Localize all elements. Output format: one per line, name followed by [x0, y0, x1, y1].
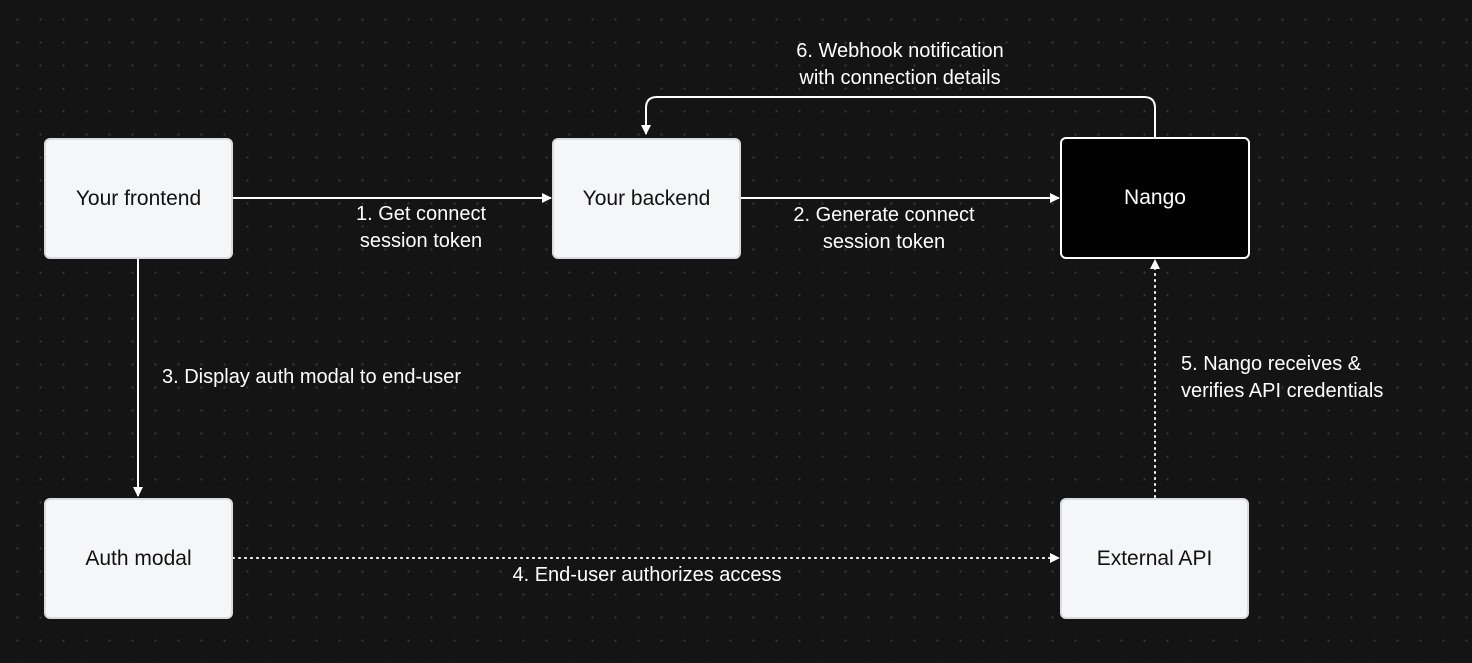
node-your-backend: Your backend [552, 138, 741, 259]
edge-label-step-6-line-2: with connection details [799, 67, 1001, 89]
node-your-backend-label: Your backend [582, 186, 711, 210]
node-auth-modal-label: Auth modal [85, 546, 192, 570]
node-your-frontend: Your frontend [44, 138, 233, 259]
edge-label-step-2: 2. Generate connect session token [764, 202, 1004, 256]
edge-label-step-4: 4. End-user authorizes access [447, 562, 847, 589]
edge-label-step-2-line-1: 2. Generate connect [793, 204, 975, 226]
edge-label-step-1-line-1: 1. Get connect [355, 203, 487, 225]
edge-label-step-6-line-1: 6. Webhook notification [796, 40, 1004, 62]
edge-label-step-5: 5. Nango receives & verifies API credent… [1181, 351, 1383, 405]
edge-label-step-1-line-2: session token [359, 230, 483, 252]
edge-label-step-2-line-2: session token [822, 231, 946, 253]
edge-label-step-5-line-2: verifies API credentials [1181, 380, 1384, 402]
edge-label-step-3: 3. Display auth modal to end-user [162, 364, 461, 391]
node-external-api-label: External API [1096, 546, 1213, 570]
node-your-frontend-label: Your frontend [75, 186, 202, 210]
edge-label-step-5-line-1: 5. Nango receives & [1181, 353, 1362, 375]
edge-label-step-3-line-1: 3. Display auth modal to end-user [162, 366, 462, 388]
edge-label-step-4-line-1: 4. End-user authorizes access [512, 564, 782, 586]
edge-label-step-6: 6. Webhook notification with connection … [750, 38, 1050, 92]
node-nango-label: Nango [1124, 186, 1186, 209]
node-external-api: External API [1060, 498, 1249, 619]
edge-label-step-1: 1. Get connect session token [321, 201, 521, 255]
edge-nango-to-backend-webhook [641, 96, 1156, 137]
node-nango: Nango [1060, 137, 1250, 259]
node-auth-modal: Auth modal [44, 498, 233, 619]
